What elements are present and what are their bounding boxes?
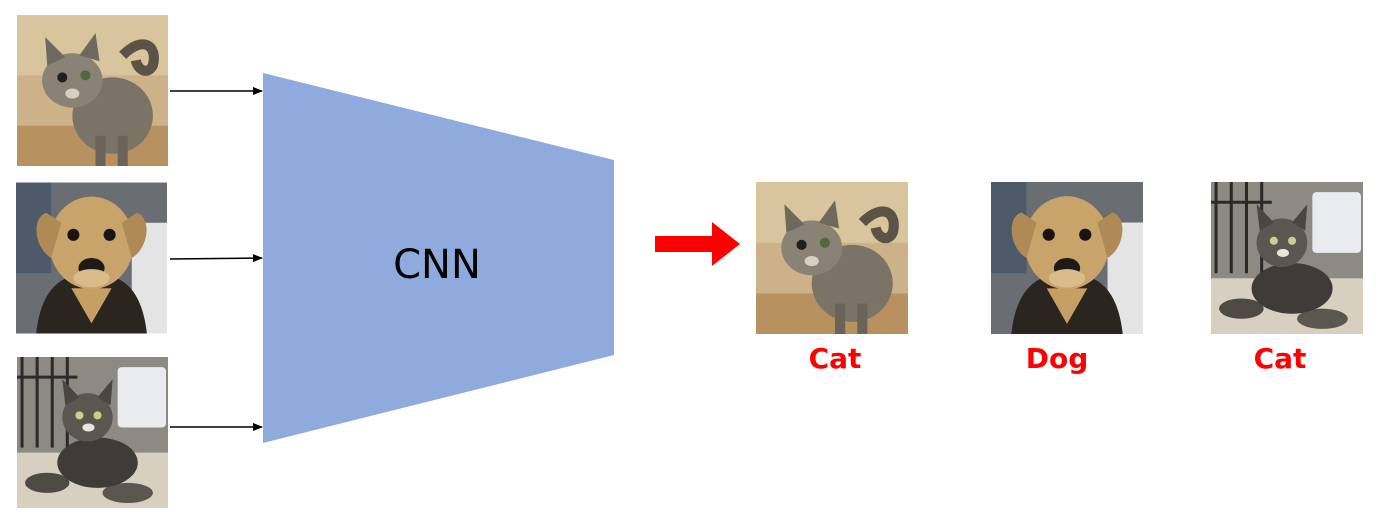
output-label-1: Cat xyxy=(809,342,862,375)
result-arrow xyxy=(655,222,740,266)
input-photo-cat xyxy=(17,15,168,166)
input-arrow-2 xyxy=(169,254,263,263)
input-photo-dog xyxy=(16,182,167,334)
output-photo-dog xyxy=(991,182,1143,334)
output-photo-cat xyxy=(756,182,908,334)
input-photo-kitten xyxy=(17,356,168,509)
output-photo-kitten xyxy=(1211,182,1363,334)
cnn-model-shape xyxy=(263,73,614,443)
output-label-3: Cat xyxy=(1254,342,1307,375)
output-label-2: Dog xyxy=(1026,342,1089,375)
cnn-label: CNN xyxy=(393,242,481,288)
